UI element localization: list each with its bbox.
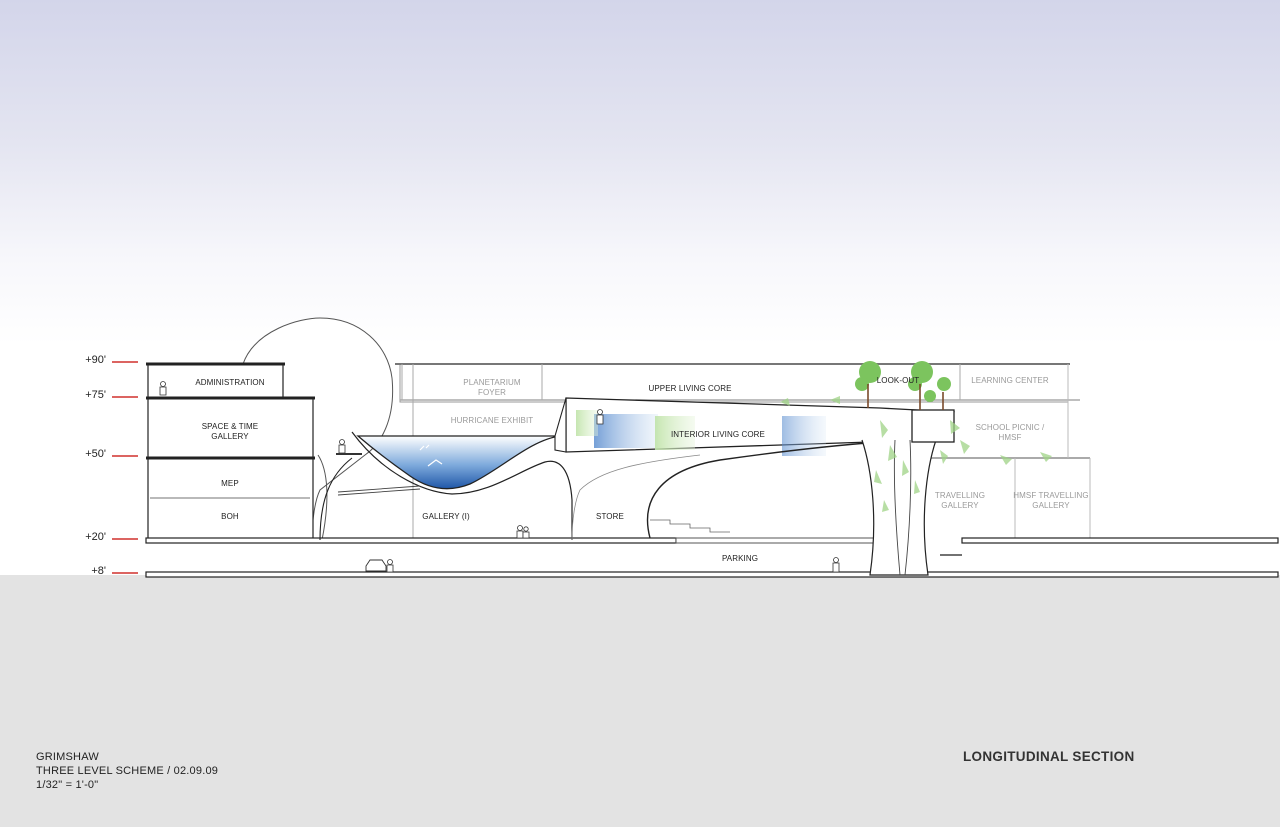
level-label-75: +75' xyxy=(85,389,106,401)
level-label-50: +50' xyxy=(85,448,106,460)
glass-green-mid xyxy=(576,410,598,436)
aquarium-bowl xyxy=(356,435,561,490)
space-gallery-i: GALLERY (I) xyxy=(422,512,470,521)
space-learning-center: LEARNING CENTER xyxy=(971,376,1049,385)
space-planetarium-foyer: PLANETARIUM FOYER xyxy=(463,378,521,397)
swimming-figure xyxy=(419,444,443,467)
people-figures xyxy=(159,381,840,573)
drawing-title: LONGITUDINAL SECTION xyxy=(963,749,1135,764)
gallery-arch xyxy=(319,457,353,541)
credit-scheme: THREE LEVEL SCHEME / 02.09.09 xyxy=(36,765,219,777)
sweeping-canopy xyxy=(646,441,881,539)
credit-scale: 1/32" = 1'-0" xyxy=(36,779,99,791)
space-store: STORE xyxy=(596,512,624,521)
ground-slab-20-right xyxy=(961,537,1279,544)
car xyxy=(365,559,387,572)
glass-green-left xyxy=(655,416,695,450)
ramp-left xyxy=(337,485,421,496)
store-curve xyxy=(571,454,701,541)
space-travelling-gallery: TRAVELLING GALLERY xyxy=(934,491,986,510)
level-label-20: +20' xyxy=(85,531,106,543)
space-mep: MEP xyxy=(221,479,239,488)
dome-lower-curve xyxy=(317,454,328,541)
ground-area xyxy=(0,575,1280,827)
level-label-90: +90' xyxy=(85,354,106,366)
space-look-out: LOOK-OUT xyxy=(876,376,920,385)
space-boh: BOH xyxy=(221,512,239,521)
lookout-box xyxy=(911,409,955,443)
ground-slab-20 xyxy=(145,537,677,544)
glass-blue-right xyxy=(782,416,826,456)
stair xyxy=(650,519,730,533)
space-school-picnic: SCHOOL PICNIC / HMSF xyxy=(975,423,1045,442)
level-label-8: +8' xyxy=(91,565,106,577)
space-hmsf-travelling-gallery: HMSF TRAVELLING GALLERY xyxy=(1013,491,1089,510)
tree-column xyxy=(861,439,937,576)
cantilever-link xyxy=(554,397,567,453)
tree-trunks xyxy=(867,384,944,410)
space-interior-living-core: INTERIOR LIVING CORE xyxy=(670,430,765,439)
glass-blue-left xyxy=(594,414,658,448)
aquarium-shell xyxy=(351,431,573,540)
space-upper-living-core: UPPER LIVING CORE xyxy=(648,384,732,393)
ground-slab-20-mid xyxy=(675,537,877,544)
level-marker-lines xyxy=(112,361,138,574)
mep-boh-floor xyxy=(147,457,314,541)
space-parking: PARKING xyxy=(721,554,759,563)
space-administration: ADMINISTRATION xyxy=(195,378,265,387)
ground-slab-8 xyxy=(145,571,1279,578)
space-space-time-gallery: SPACE & TIME GALLERY xyxy=(201,422,259,441)
credit-firm: GRIMSHAW xyxy=(36,751,99,763)
hanging-foliage xyxy=(780,396,1052,512)
lookout-trees xyxy=(855,361,951,402)
space-hurricane-exhibit: HURRICANE EXHIBIT xyxy=(450,416,534,425)
